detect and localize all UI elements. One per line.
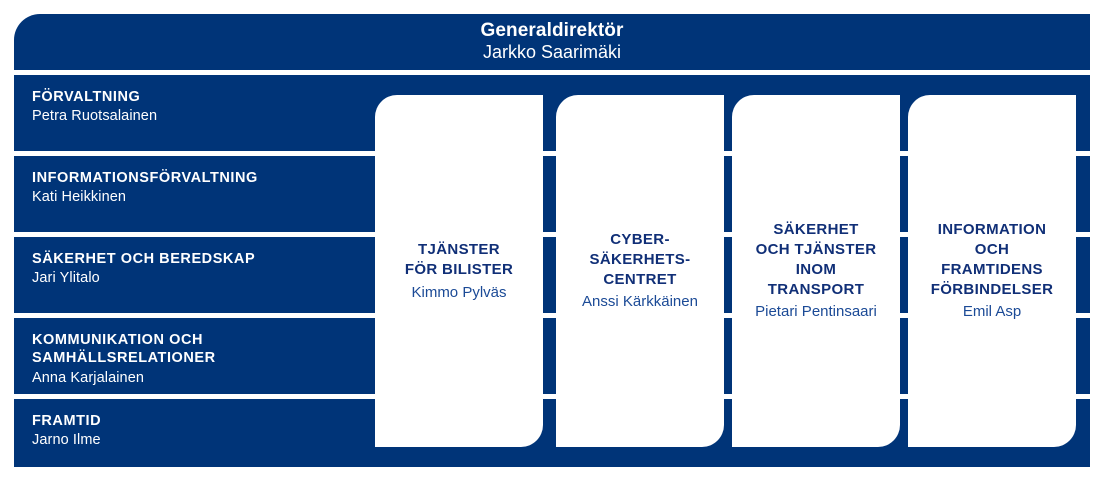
director-name: Jarkko Saarimäki: [482, 42, 622, 63]
department-title: INFORMATION OCH FRAMTIDENS FÖRBINDELSER: [930, 221, 1054, 298]
department-person: Anssi Kärkkäinen: [582, 293, 698, 311]
unit-title: FÖRVALTNING: [32, 89, 141, 105]
unit-title: KOMMUNIKATION OCH SAMHÄLLSRELATIONER: [32, 332, 216, 367]
department-title: CYBER- SÄKERHETS- CENTRET: [589, 231, 691, 288]
department-card: TJÄNSTER FÖR BILISTER Kimmo Pylväs: [375, 95, 543, 447]
unit-title: SÄKERHET OCH BEREDSKAP: [32, 251, 256, 267]
unit-person: Kati Heikkinen: [32, 189, 127, 206]
department-person: Emil Asp: [962, 303, 1022, 321]
department-card: SÄKERHET OCH TJÄNSTER INOM TRANSPORT Pie…: [732, 95, 900, 447]
department-title: TJÄNSTER FÖR BILISTER: [404, 240, 514, 278]
department-person: Kimmo Pylväs: [411, 283, 507, 301]
unit-title: FRAMTID: [32, 413, 102, 429]
director-bar: Generaldirektör Jarkko Saarimäki: [14, 14, 1090, 70]
unit-person: Jarno Ilme: [32, 432, 101, 449]
director-title: Generaldirektör: [480, 20, 624, 42]
department-person: Pietari Pentinsaari: [755, 303, 877, 321]
unit-person: Anna Karjalainen: [32, 369, 145, 386]
unit-title: INFORMATIONSFÖRVALTNING: [32, 170, 258, 186]
department-card: INFORMATION OCH FRAMTIDENS FÖRBINDELSER …: [908, 95, 1076, 447]
department-card: CYBER- SÄKERHETS- CENTRET Anssi Kärkkäin…: [556, 95, 724, 447]
unit-person: Petra Ruotsalainen: [32, 108, 158, 125]
department-title: SÄKERHET OCH TJÄNSTER INOM TRANSPORT: [755, 221, 877, 298]
unit-person: Jari Ylitalo: [32, 270, 100, 287]
